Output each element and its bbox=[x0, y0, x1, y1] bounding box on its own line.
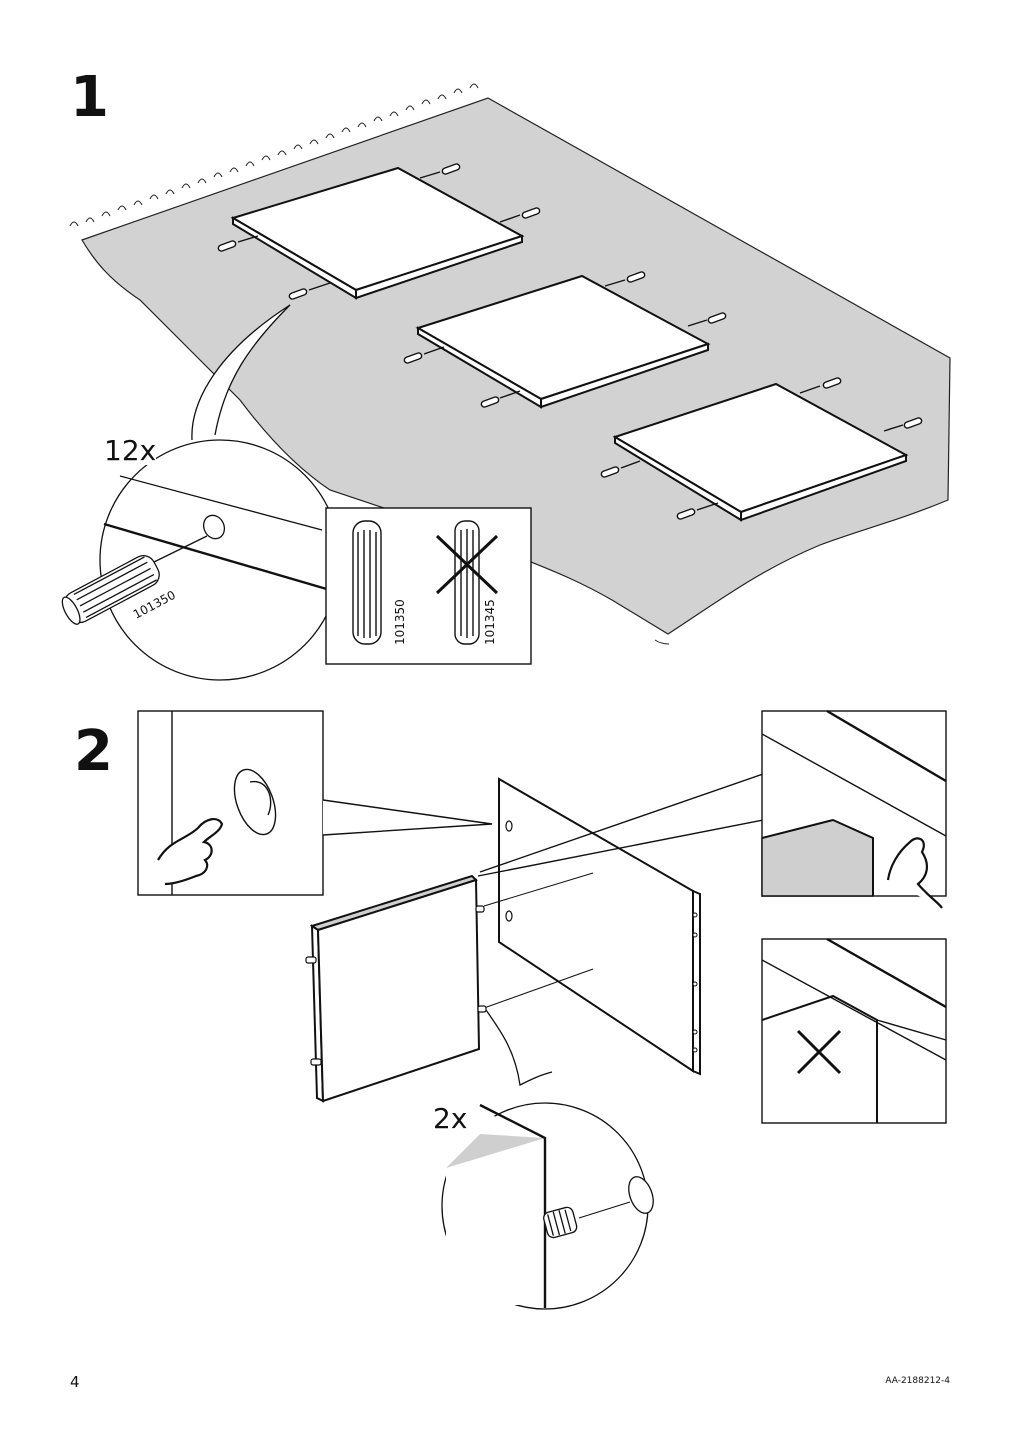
correct-alignment-box bbox=[761, 709, 947, 909]
dowels-panel-1 bbox=[217, 163, 541, 300]
shelf-panel-3 bbox=[612, 382, 909, 522]
step-1-number: 1 bbox=[70, 65, 109, 130]
dowels-panel-2 bbox=[403, 271, 727, 408]
front-panel bbox=[305, 874, 487, 1103]
dowel-insert-callout bbox=[61, 304, 341, 681]
shelf-panel-2 bbox=[415, 274, 711, 409]
page-number: 4 bbox=[70, 1373, 80, 1391]
document-code: AA-2188212-4 bbox=[885, 1376, 950, 1386]
rejected-dowel-101345 bbox=[435, 520, 499, 645]
side-panel bbox=[483, 777, 701, 1076]
dowel-code-101345: 101345 bbox=[483, 599, 497, 645]
hole-detail-box bbox=[137, 710, 493, 896]
step-1-quantity: 12x bbox=[104, 434, 157, 467]
dowel-fit-callout bbox=[441, 1009, 654, 1310]
step-2-number: 2 bbox=[74, 719, 113, 784]
incorrect-alignment-box bbox=[761, 937, 947, 1124]
correct-dowel-101350 bbox=[352, 520, 382, 645]
dowel-comparison-box bbox=[325, 507, 532, 665]
dowel-code-101350: 101350 bbox=[393, 599, 407, 645]
dowels-panel-3 bbox=[600, 377, 923, 520]
step-2-quantity: 2x bbox=[433, 1102, 468, 1135]
shelf-panel-1 bbox=[230, 166, 525, 300]
